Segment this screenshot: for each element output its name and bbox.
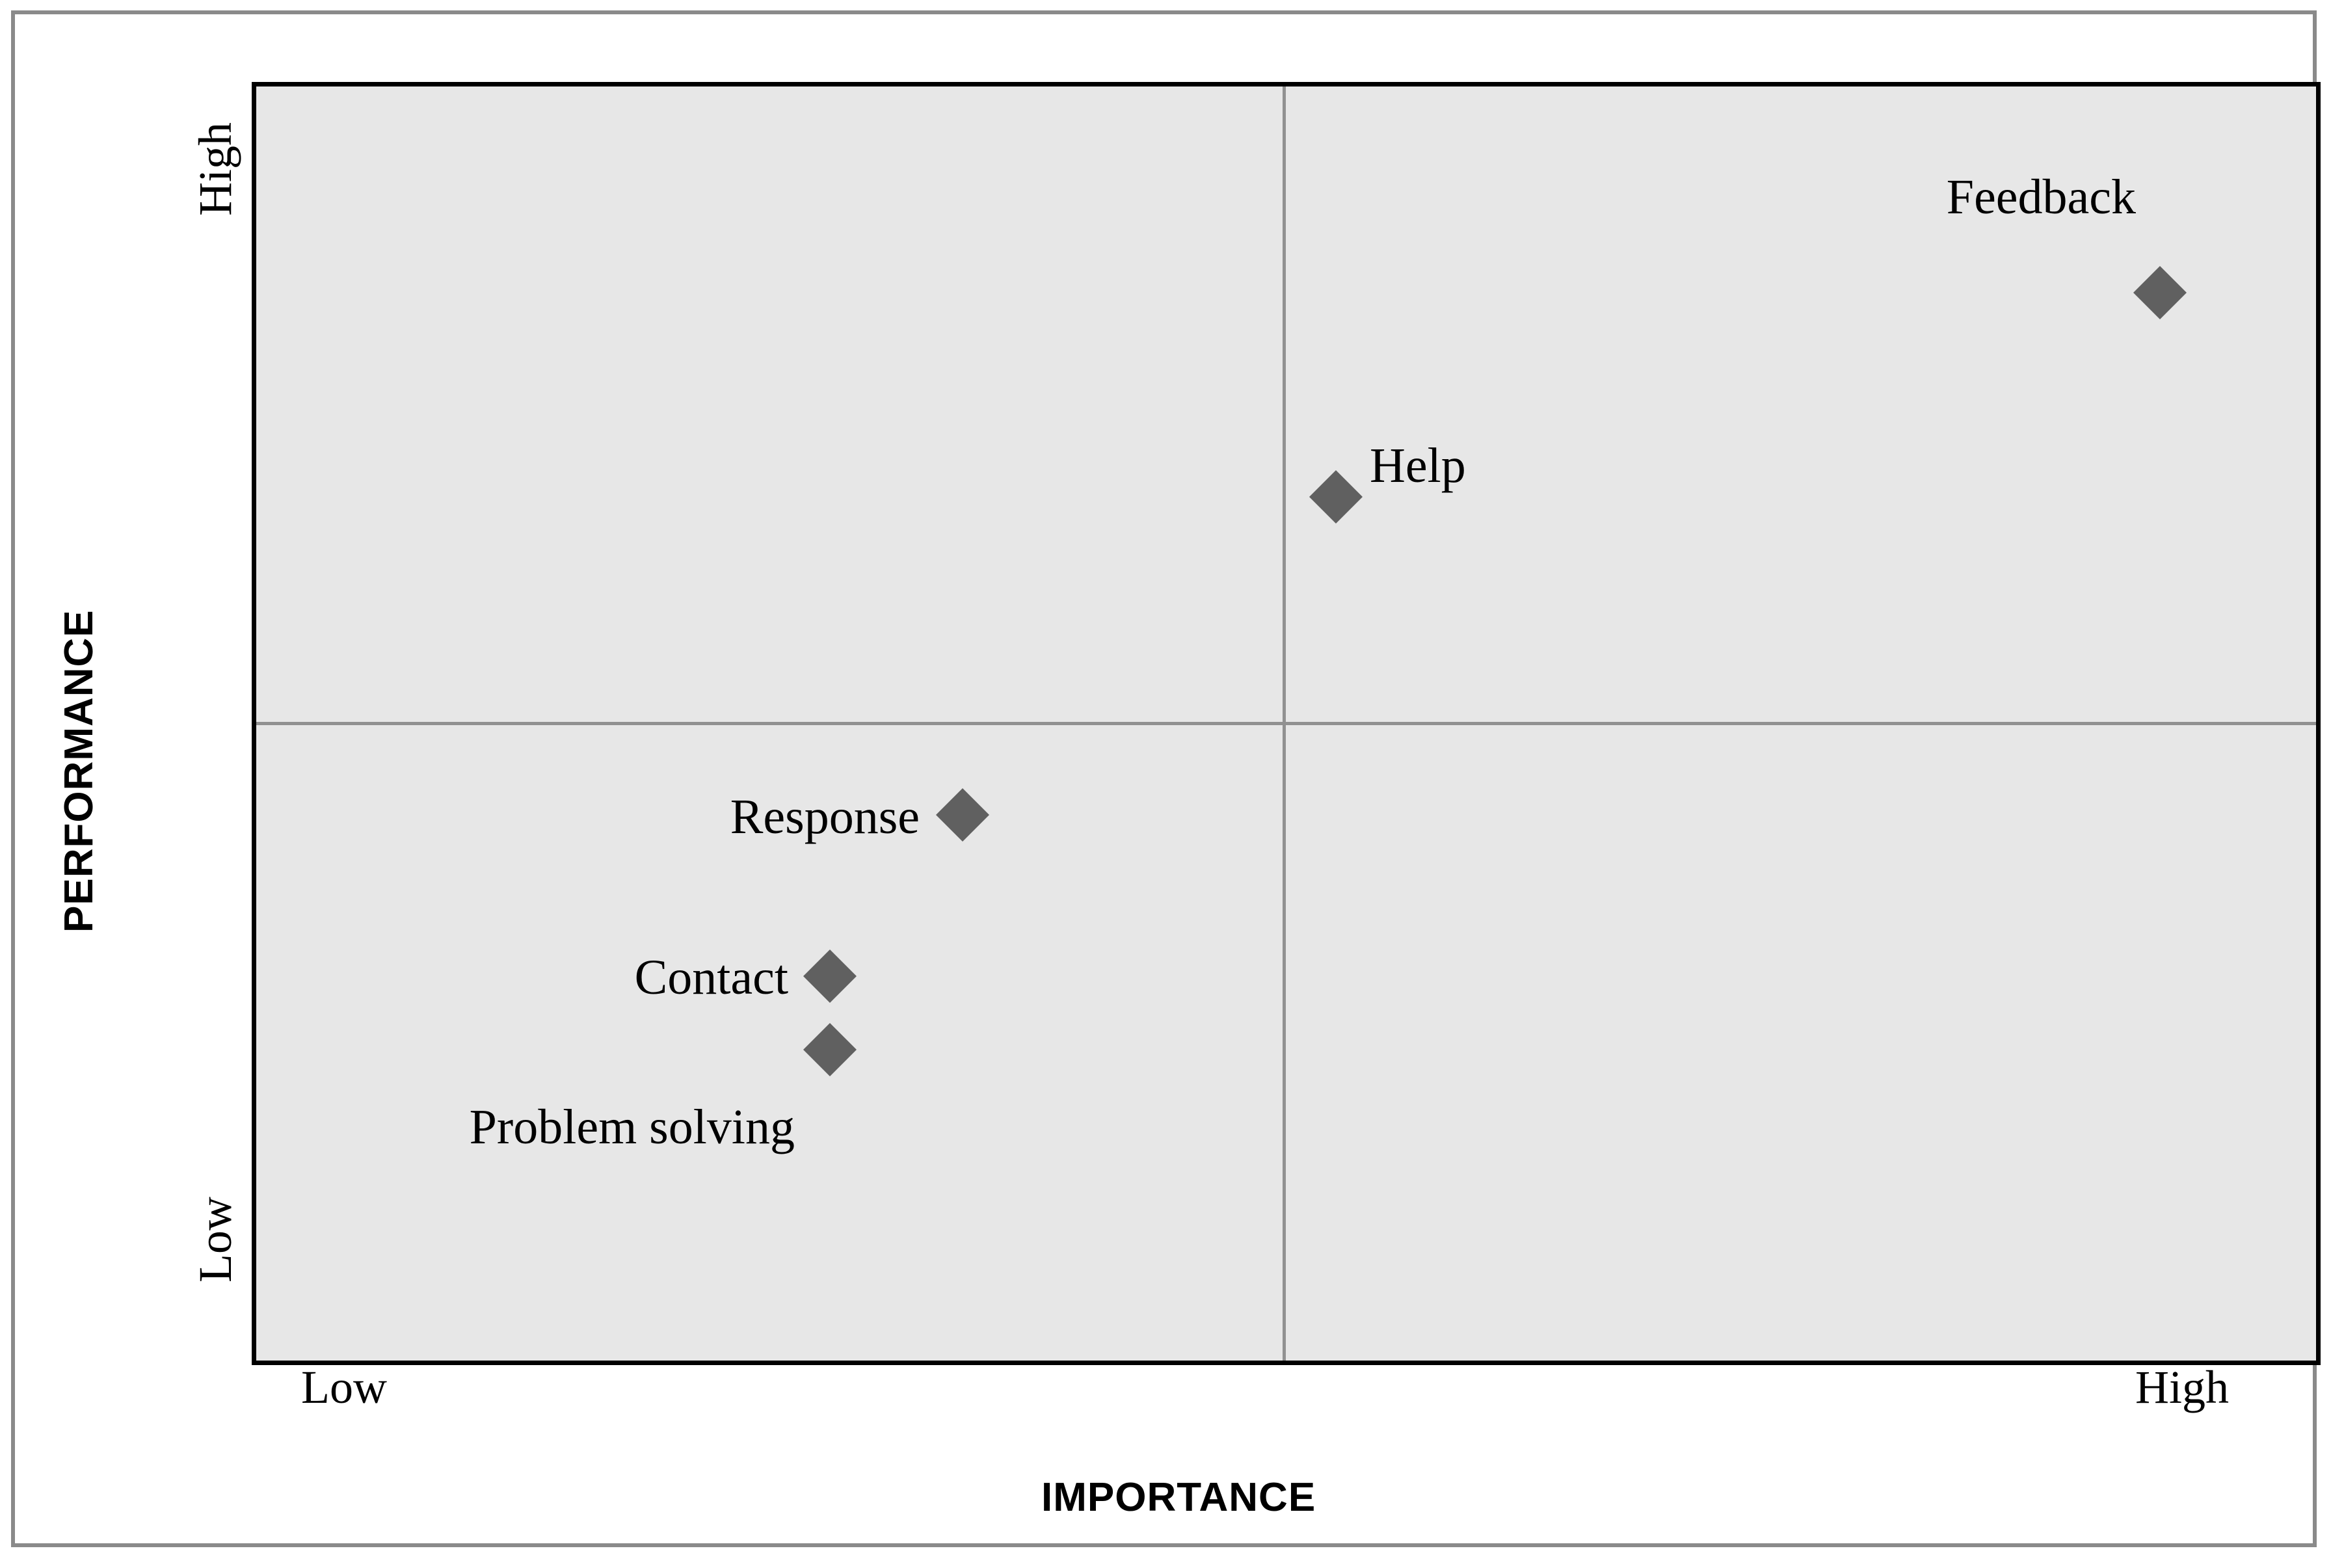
- data-point-marker-problem-solving[interactable]: [803, 1022, 857, 1077]
- figure-frame: High Low PERFORMANCE Low High IMPORTANCE…: [11, 10, 2321, 1547]
- data-point-label-feedback: Feedback: [1946, 170, 2136, 224]
- data-point-label-contact: Contact: [634, 950, 788, 1005]
- y-axis-title: PERFORMANCE: [57, 609, 101, 933]
- quadrant-divider-horizontal: [256, 722, 2316, 725]
- data-point-marker-response[interactable]: [935, 788, 990, 842]
- y-axis-tick-low: Low: [189, 1197, 241, 1282]
- x-axis-tick-high: High: [2135, 1361, 2229, 1413]
- data-point-marker-contact[interactable]: [803, 949, 857, 1003]
- data-point-label-help: Help: [1370, 438, 1466, 493]
- data-point-label-response: Response: [730, 790, 920, 844]
- data-point-label-problem-solving: Problem solving: [469, 1100, 795, 1154]
- quadrant-divider-vertical: [1283, 86, 1286, 1361]
- x-axis-title: IMPORTANCE: [1041, 1475, 1316, 1520]
- data-point-marker-feedback[interactable]: [2133, 265, 2187, 320]
- x-axis-tick-low: Low: [301, 1361, 387, 1413]
- y-axis-tick-high: High: [189, 122, 241, 216]
- plot-area: Feedback Help Response Contact Problem s…: [252, 82, 2321, 1365]
- data-point-marker-help[interactable]: [1309, 470, 1363, 524]
